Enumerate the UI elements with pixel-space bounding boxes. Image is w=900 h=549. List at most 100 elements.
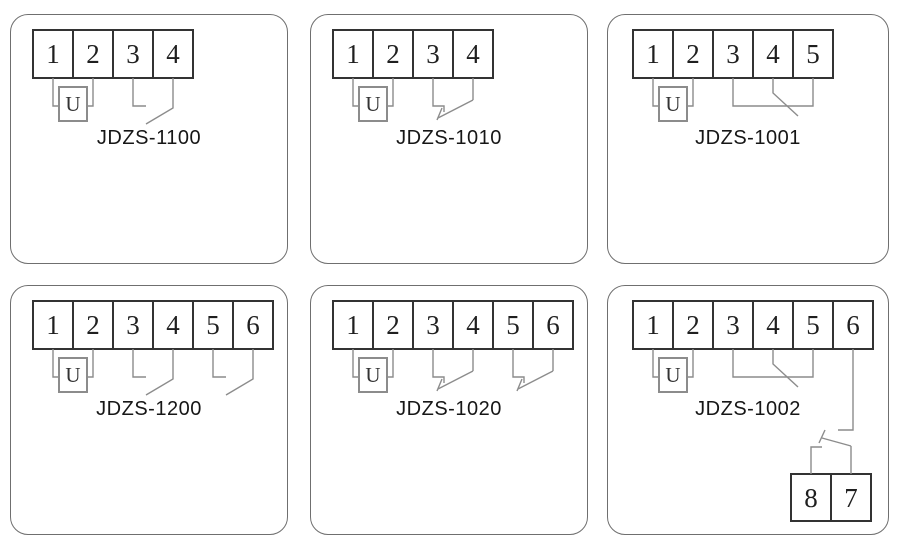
wiring xyxy=(652,78,814,122)
terminal-strip xyxy=(632,300,874,522)
wiring xyxy=(52,78,174,125)
terminal-numbers: 1 2 3 4 5 6 8 7 U xyxy=(646,310,860,513)
terminal-number: 2 xyxy=(686,39,700,69)
panel-jdzs-1002: 1 2 3 4 5 6 8 7 U JDZS-1002 xyxy=(607,285,889,535)
terminal-number: 1 xyxy=(46,39,60,69)
wiring-svg: 1 2 3 4 U xyxy=(332,29,494,122)
terminal-numbers: 1 2 3 4 U xyxy=(346,39,480,116)
terminal-number: 1 xyxy=(346,39,360,69)
changeover-fixed-leads xyxy=(732,349,814,378)
wiring xyxy=(652,349,854,474)
panel-jdzs-1001: 1 2 3 4 5 U JDZS-1001 xyxy=(607,14,889,264)
terminal-strip xyxy=(32,29,194,79)
relay-model-label: JDZS-1100 xyxy=(96,127,202,149)
terminal-number: 6 xyxy=(546,310,560,340)
contact-fixed-lead xyxy=(432,78,445,112)
terminal-number: 3 xyxy=(426,39,440,69)
contact-blade-open xyxy=(145,349,174,396)
wiring xyxy=(352,349,554,393)
terminal-number: 3 xyxy=(726,39,740,69)
terminal-number: 5 xyxy=(806,310,820,340)
coil-lead-left xyxy=(652,78,659,107)
contact-blade-closed xyxy=(437,370,474,390)
coil-lead-left xyxy=(352,78,359,107)
terminal-numbers: 1 2 3 4 5 U xyxy=(646,39,820,116)
contact-break-tick xyxy=(436,107,443,121)
contact-fixed-lead xyxy=(212,349,226,378)
coil-letter: U xyxy=(65,92,80,116)
coil-box xyxy=(658,357,688,393)
contact-break-tick xyxy=(516,378,523,392)
changeover-fixed-leads xyxy=(732,78,814,107)
terminal-number: 5 xyxy=(506,310,520,340)
terminal-number: 2 xyxy=(686,310,700,340)
panel-jdzs-1200: 1 2 3 4 5 6 U JDZS-1200 xyxy=(10,285,288,535)
wiring xyxy=(52,349,254,396)
coil-lead-left xyxy=(52,78,59,107)
coil-lead-right xyxy=(387,349,394,378)
coil-lead-right xyxy=(387,78,394,107)
terminal-number: 4 xyxy=(766,310,780,340)
terminal-number: 4 xyxy=(466,39,480,69)
terminal-strip xyxy=(332,300,574,350)
contact-blade-open xyxy=(145,78,174,125)
wiring-svg: 1 2 3 4 5 U xyxy=(632,29,834,122)
contact-blade-open xyxy=(225,349,254,396)
terminal-number: 5 xyxy=(206,310,220,340)
relay-model-label: JDZS-1002 xyxy=(695,398,801,420)
contact-break-tick xyxy=(818,429,826,444)
coil-letter: U xyxy=(665,92,680,116)
coil-box xyxy=(658,86,688,122)
coil-lead-right xyxy=(87,349,94,378)
relay-model-label: JDZS-1010 xyxy=(396,127,502,149)
contact-fixed-lead xyxy=(132,349,146,378)
terminal-number: 4 xyxy=(166,310,180,340)
contact-fixed-lead xyxy=(132,78,146,107)
coil-box xyxy=(58,86,88,122)
terminal-number: 1 xyxy=(46,310,60,340)
coil-letter: U xyxy=(665,363,680,387)
panel-jdzs-1100: 1 2 3 4 U JDZS-1100 xyxy=(10,14,288,264)
wiring-svg: 1 2 3 4 5 6 U xyxy=(332,300,574,393)
panel-jdzs-1020: 1 2 3 4 5 6 U JDZS-1020 xyxy=(310,285,588,535)
coil-letter: U xyxy=(365,363,380,387)
terminal-number: 2 xyxy=(386,39,400,69)
changeover-blade xyxy=(772,349,799,388)
terminal-number: 1 xyxy=(646,39,660,69)
terminal-number: 5 xyxy=(806,39,820,69)
terminal-number: 6 xyxy=(846,310,860,340)
contact-break-tick xyxy=(436,378,443,392)
wiring-svg: 1 2 3 4 5 6 8 7 U xyxy=(632,300,874,522)
coil-box xyxy=(358,86,388,122)
wiring-svg: 1 2 3 4 5 6 U xyxy=(32,300,274,396)
coil-lead-left xyxy=(652,349,659,378)
contact-blade-closed xyxy=(437,99,474,119)
terminal-number: 4 xyxy=(466,310,480,340)
terminal-number: 2 xyxy=(86,310,100,340)
terminal-number: 6 xyxy=(246,310,260,340)
terminal-number: 3 xyxy=(426,310,440,340)
relay-model-label: JDZS-1200 xyxy=(96,398,202,420)
panel-jdzs-1010: 1 2 3 4 U JDZS-1010 xyxy=(310,14,588,264)
coil-lead-right xyxy=(87,78,94,107)
terminal8-lead xyxy=(810,446,822,474)
relay-model-label: JDZS-1001 xyxy=(695,127,801,149)
terminal-number: 3 xyxy=(726,310,740,340)
terminal-strip xyxy=(32,300,274,350)
terminal-number: 2 xyxy=(86,39,100,69)
terminal-numbers: 1 2 3 4 U xyxy=(46,39,180,116)
changeover-blade xyxy=(772,78,799,117)
aux-terminal-number: 8 xyxy=(804,483,818,513)
relay-model-label: JDZS-1020 xyxy=(396,398,502,420)
terminal6-long-lead xyxy=(838,349,854,431)
coil-letter: U xyxy=(365,92,380,116)
terminal-number: 4 xyxy=(766,39,780,69)
coil-box xyxy=(358,357,388,393)
coil-letter: U xyxy=(65,363,80,387)
terminal-number: 3 xyxy=(126,39,140,69)
terminal-number: 1 xyxy=(646,310,660,340)
coil-lead-right xyxy=(687,78,694,107)
aux-contact-blade xyxy=(821,437,852,447)
terminal-number: 4 xyxy=(166,39,180,69)
